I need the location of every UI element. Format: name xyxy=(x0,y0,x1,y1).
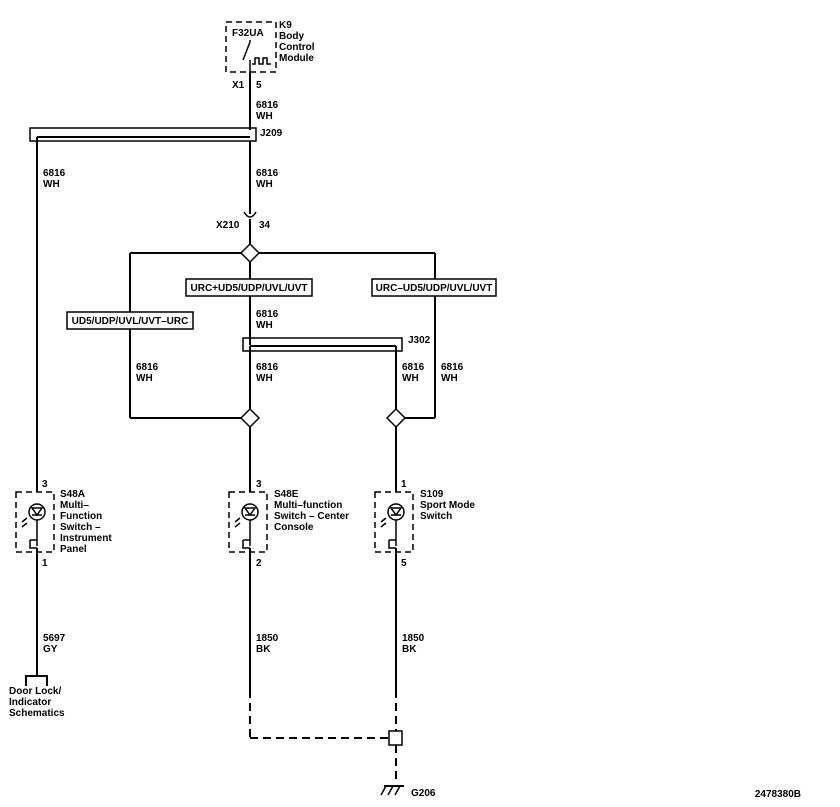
j209-label: J209 xyxy=(260,128,283,139)
s109-line-1: S109 xyxy=(420,489,444,500)
wire-s109-out-color: BK xyxy=(402,644,417,655)
option-center-label: URC+UD5/UDP/UVL/UVT xyxy=(191,283,308,294)
splice-j209: J209 xyxy=(29,127,283,142)
reference-door-lock: Door Lock/ Indicator Schematics xyxy=(9,675,65,719)
reference-line-2: Indicator xyxy=(9,697,51,708)
bcm-switch-icon xyxy=(242,40,251,61)
wire-mid-color: WH xyxy=(256,179,273,190)
bcm-connector: X1 xyxy=(232,80,245,91)
inline-connector-x210: X210 34 xyxy=(216,205,271,244)
body-control-module: F32UA K9 Body Control Module X1 5 xyxy=(225,20,315,91)
s109-pin-out: 5 xyxy=(401,558,407,569)
s48e-line-4: Console xyxy=(274,522,314,533)
option-right-box: URC–UD5/UDP/UVL/UVT xyxy=(371,278,497,297)
splice-diamond-center xyxy=(239,407,261,429)
wire-center-lower-color: WH xyxy=(256,373,273,384)
s48a-line-6: Panel xyxy=(60,544,87,555)
s48e-line-3: Switch – Center xyxy=(274,511,349,522)
s48a-pin-out: 1 xyxy=(42,558,48,569)
wire-s48a-out-color: GY xyxy=(43,644,58,655)
bcm-pulse-icon xyxy=(252,57,271,65)
switch-s109: 1 S109 Sport Mode Switch 5 xyxy=(374,479,475,569)
s48a-line-4: Switch – xyxy=(60,522,101,533)
s48a-pin-in: 3 xyxy=(42,479,48,490)
wire-left-color: WH xyxy=(43,179,60,190)
ground-label: G206 xyxy=(411,788,436,799)
s48e-pin-out: 2 xyxy=(256,558,262,569)
option-right-label: URC–UD5/UDP/UVL/UVT xyxy=(376,283,493,294)
bcm-name-line-3: Control xyxy=(279,42,315,53)
option-center-box: URC+UD5/UDP/UVL/UVT xyxy=(185,278,313,297)
x210-pin: 34 xyxy=(259,220,271,231)
s48a-line-2: Multi– xyxy=(60,500,89,511)
wire-top-color: WH xyxy=(256,111,273,122)
s109-pin-in: 1 xyxy=(401,479,407,490)
s48a-lamp-icon xyxy=(28,503,46,521)
figure-id: 2478380B xyxy=(755,789,801,800)
s48a-line-1: S48A xyxy=(60,489,85,500)
wire-s109-out-circuit: 1850 xyxy=(402,633,425,644)
wire-right-outer-color: WH xyxy=(441,373,458,384)
splice-j302: J302 xyxy=(242,335,431,352)
ground-g206: G206 xyxy=(380,785,436,799)
wire-right-outer-circuit: 6816 xyxy=(441,362,464,373)
s48a-line-3: Function xyxy=(60,511,102,522)
option-left-box: UD5/UDP/UVL/UVT–URC xyxy=(66,311,194,330)
switch-s48e: 3 S48E Multi–function Switch – Center Co… xyxy=(228,479,349,569)
s48e-lamp-icon xyxy=(241,503,259,521)
wire-right-inner-color: WH xyxy=(402,373,419,384)
wire-s48e-out-circuit: 1850 xyxy=(256,633,279,644)
splice-diamond-right xyxy=(385,407,407,429)
reference-line-1: Door Lock/ xyxy=(9,686,61,697)
bcm-name-line-2: Body xyxy=(279,31,304,42)
wire-center-after-circuit: 6816 xyxy=(256,309,279,320)
wire-s48e-out-color: BK xyxy=(256,644,271,655)
j302-label: J302 xyxy=(408,335,431,346)
wire-mid-circuit: 6816 xyxy=(256,168,279,179)
wire-left-branch-circuit: 6816 xyxy=(136,362,159,373)
reference-line-3: Schematics xyxy=(9,708,65,719)
wire-right-inner-circuit: 6816 xyxy=(402,362,425,373)
wire-top-circuit: 6816 xyxy=(256,100,279,111)
s109-lamp-icon xyxy=(387,503,405,521)
wire-s48a-out-circuit: 5697 xyxy=(43,633,66,644)
s48e-pin-in: 3 xyxy=(256,479,262,490)
switch-s48a: 3 S48A Multi– Function Switch – Instrume… xyxy=(15,479,112,569)
bcm-name-line-1: K9 xyxy=(279,20,292,31)
s48e-line-1: S48E xyxy=(274,489,299,500)
s48e-line-2: Multi–function xyxy=(274,500,342,511)
splice-diamond-top xyxy=(239,242,261,264)
fuse-label: F32UA xyxy=(232,28,264,39)
bcm-pin: 5 xyxy=(256,80,262,91)
ground-connector-square xyxy=(388,730,403,746)
x210-label: X210 xyxy=(216,220,240,231)
wire-left-circuit: 6816 xyxy=(43,168,66,179)
s48a-line-5: Instrument xyxy=(60,533,112,544)
s109-line-2: Sport Mode xyxy=(420,500,475,511)
option-left-label: UD5/UDP/UVL/UVT–URC xyxy=(72,316,189,327)
wire-left-branch-color: WH xyxy=(136,373,153,384)
bcm-name-line-4: Module xyxy=(279,53,314,64)
wire-center-lower-circuit: 6816 xyxy=(256,362,279,373)
wire-center-after-color: WH xyxy=(256,320,273,331)
s109-line-3: Switch xyxy=(420,511,452,522)
reference-arrow-icon xyxy=(25,675,48,686)
